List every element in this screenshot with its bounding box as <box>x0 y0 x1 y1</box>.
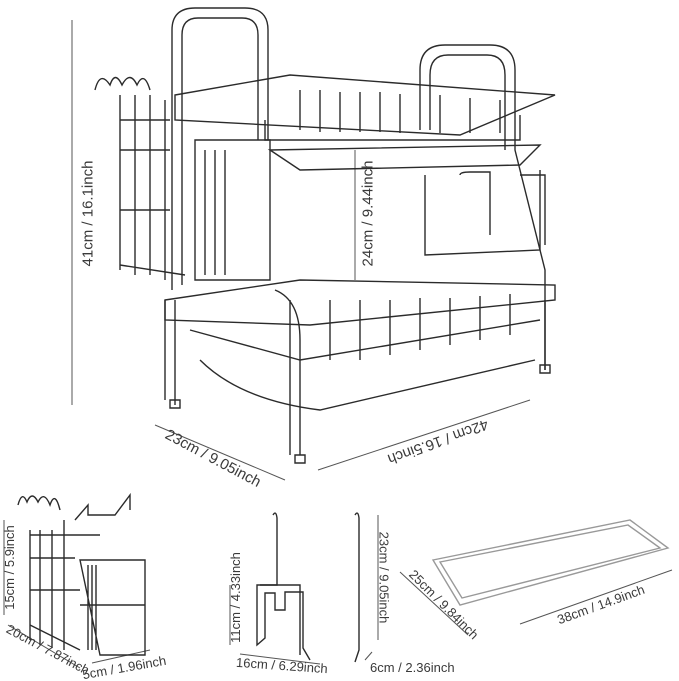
board-holder-height-label: 23cm / 9.05inch <box>376 531 392 624</box>
board-holder-drawing <box>256 512 360 663</box>
main-rack-drawing <box>94 7 556 464</box>
drip-tray-drawing <box>431 519 670 606</box>
main-rack-height-label: 41cm / 16.1inch <box>79 160 97 267</box>
utensil-holder-drawing <box>17 492 146 656</box>
utensil-holder-height-label: 15cm / 5.9inch <box>1 525 17 610</box>
board-holder-inner-height-label: 11cm / 4.33inch <box>227 552 243 643</box>
board-holder-depth-label: 6cm / 2.36inch <box>370 660 455 675</box>
dimension-lines <box>3 20 673 669</box>
main-rack-tier-gap-label: 24cm / 9.44inch <box>359 160 377 267</box>
